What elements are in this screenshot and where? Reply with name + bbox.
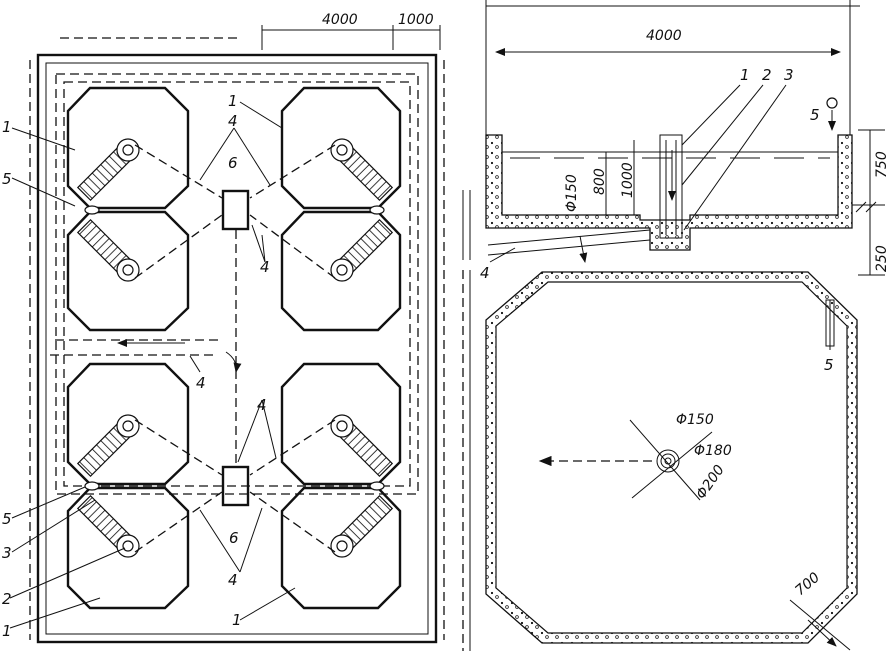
tank-top-left-1 (66, 86, 190, 210)
plan-label-3: 3 (2, 544, 12, 562)
plan-label-2: 2 (2, 590, 12, 608)
section-dim-750: 750 (874, 151, 890, 178)
tank-top-right-2 (280, 210, 402, 332)
tank-plan-view: Φ150 Φ180 Φ200 5 700 (462, 270, 858, 651)
plan-label-4-lower: 4 (257, 396, 267, 414)
plan-label-1-topright: 1 (228, 92, 238, 110)
section-dim-4000: 4000 (646, 28, 682, 44)
plan-label-4-top: 4 (228, 112, 238, 130)
section-label-4: 4 (480, 264, 490, 282)
tank-bottom-left-2 (66, 486, 190, 610)
plan-label-6-bottom: 6 (229, 529, 239, 547)
section-view: 4000 750 250 800 1000 Φ150 (462, 0, 890, 282)
plan-label-5-topleft: 5 (2, 170, 12, 188)
tank-bottom-left-1 (66, 362, 190, 486)
drain-outer (656, 449, 680, 473)
section-dim-250: 250 (874, 245, 890, 272)
plan-leaders (9, 101, 296, 629)
well-lower (221, 465, 250, 507)
tank-plan-d150: Φ150 (676, 412, 714, 428)
plan-label-1-bottomleft: 1 (2, 622, 12, 640)
section-label-3: 3 (784, 66, 794, 84)
section-label-1: 1 (740, 66, 750, 84)
tank-bottom-right-2 (280, 486, 402, 610)
plan-label-4-bottom: 4 (228, 571, 238, 589)
stand-elements (76, 138, 394, 558)
plan-label-4-mid: 4 (260, 258, 270, 276)
plan-label-6-top: 6 (228, 154, 238, 172)
plan-dim-1000: 1000 (398, 12, 434, 28)
plan-outer-wall (36, 53, 438, 644)
collector-dashed-lines (50, 144, 336, 553)
section-label-5: 5 (810, 106, 820, 124)
section-dim-800: 800 (592, 168, 608, 195)
plan-label-5-bottomleft: 5 (2, 510, 12, 528)
tank-plan-d180: Φ180 (694, 443, 732, 459)
plan-inner-wall (45, 62, 429, 635)
section-tank-shell (485, 134, 853, 251)
section-collector-pipe (659, 134, 683, 239)
tank-plan-label-5: 5 (824, 356, 834, 374)
tank-top-left-2 (66, 210, 190, 332)
well-upper (221, 189, 250, 231)
plan-view: 4000 1000 (2, 12, 445, 644)
section-label-2: 2 (762, 66, 772, 84)
section-dim-1000: 1000 (620, 162, 636, 198)
plan-label-1-topleft: 1 (2, 118, 12, 136)
plan-dim-4000: 4000 (322, 12, 358, 28)
section-dim-pipe: Φ150 (564, 174, 580, 212)
plan-top-dimension: 4000 1000 (261, 12, 441, 50)
plan-label-1-bottomright: 1 (232, 611, 242, 629)
plan-label-4-center: 4 (196, 374, 206, 392)
